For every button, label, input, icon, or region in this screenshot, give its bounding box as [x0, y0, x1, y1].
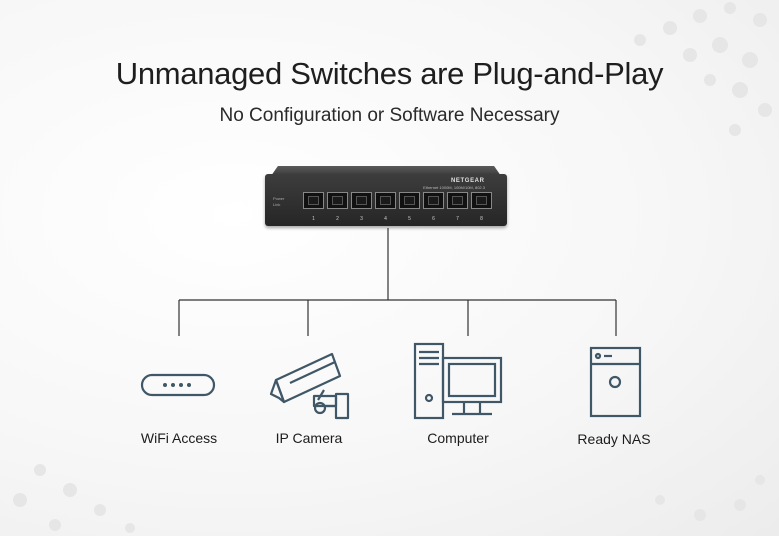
ethernet-port [399, 192, 420, 209]
port-number: 3 [360, 216, 363, 222]
led-label-power: Power [273, 196, 285, 201]
ethernet-port [471, 192, 492, 209]
switch-spec-text: Ethernet 1000M, 100M/10M, 802.3 [423, 185, 485, 190]
device-label-wifi: WiFi Access [140, 430, 218, 446]
led-label-link: Link [273, 202, 281, 207]
port-number: 5 [408, 216, 411, 222]
ethernet-port [447, 192, 468, 209]
port-number: 1 [312, 216, 315, 222]
ethernet-port [423, 192, 444, 209]
ethernet-port [351, 192, 372, 209]
switch-ports [303, 192, 499, 216]
wifi-access-point-icon [140, 373, 216, 397]
ethernet-port [375, 192, 396, 209]
switch-brand-logo: NETGEAR [451, 178, 485, 184]
port-number: 8 [480, 216, 483, 222]
page-subtitle: No Configuration or Software Necessary [219, 105, 560, 126]
switch-led-labels: Power Link [273, 196, 284, 208]
ethernet-port [303, 192, 324, 209]
device-label-computer: Computer [427, 430, 489, 446]
port-numbers: 1 2 3 4 5 6 7 8 [303, 216, 499, 222]
port-number: 6 [432, 216, 435, 222]
device-label-nas: Ready NAS [577, 431, 651, 447]
ethernet-port [327, 192, 348, 209]
switch-top-panel [271, 166, 501, 176]
port-number: 2 [336, 216, 339, 222]
computer-icon [413, 342, 503, 420]
ip-camera-icon [269, 352, 350, 420]
device-label-camera: IP Camera [275, 430, 343, 446]
page-title: Unmanaged Switches are Plug-and-Play [115, 56, 664, 91]
nas-storage-icon [589, 346, 642, 418]
port-number: 7 [456, 216, 459, 222]
network-switch: NETGEAR Ethernet 1000M, 100M/10M, 802.3 … [265, 166, 507, 230]
port-number: 4 [384, 216, 387, 222]
